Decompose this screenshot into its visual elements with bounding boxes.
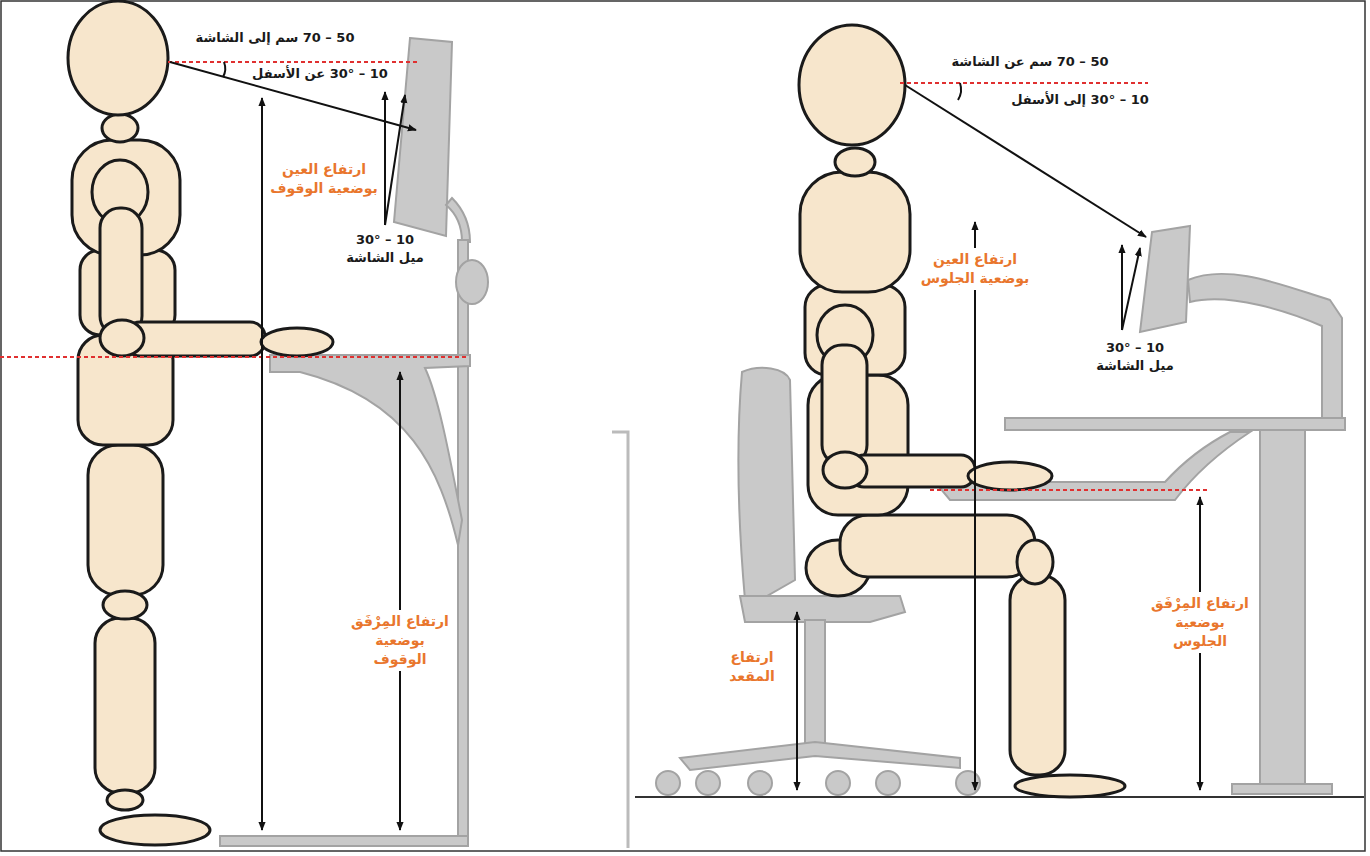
- distance-label: 50 – 70 سم إلى الشاشة: [196, 30, 355, 45]
- angle-label: 10 – 30° إلى الأسفل: [1011, 92, 1149, 107]
- height-label: ارتفاع المقعد: [722, 648, 782, 686]
- angle-label: 10 – 30° عن الأسفل: [252, 66, 388, 81]
- distance-label: 50 – 70 سم عن الشاشة: [951, 54, 1108, 69]
- angle-label: 10 – 30°: [356, 232, 414, 247]
- tilt-label: ميل الشاشة: [1096, 358, 1174, 373]
- angle-label: 10 – 30°: [1106, 340, 1164, 355]
- height-label: ارتفاع المِرْفَق بوضعية الجلوس: [1147, 592, 1253, 653]
- height-label: ارتفاع المِرْفَق بوضعية الوقوف: [347, 610, 453, 671]
- height-label: ارتفاع العين بوضعية الوقوف: [269, 160, 379, 198]
- tilt-label: ميل الشاشة: [346, 250, 424, 265]
- height-label: ارتفاع العين بوضعية الجلوس: [918, 248, 1033, 290]
